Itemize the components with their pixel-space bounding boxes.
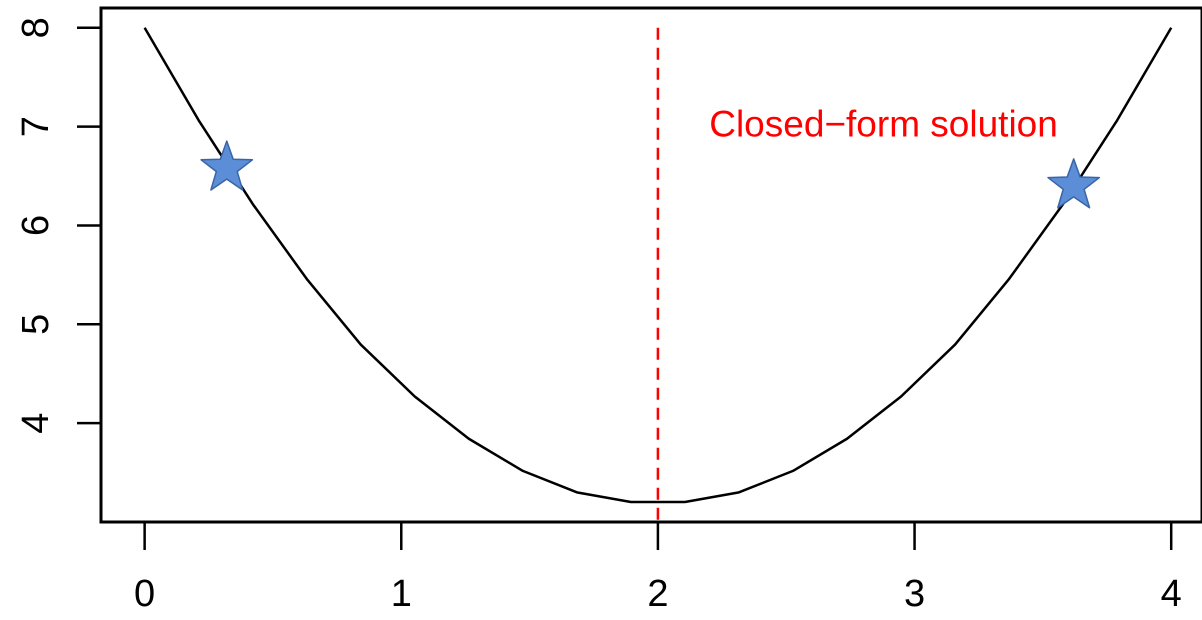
y-tick-label: 7 <box>15 116 57 137</box>
x-axis: 0 1 2 3 4 <box>134 520 1182 615</box>
x-tick-label: 2 <box>647 573 668 615</box>
star-marker-2 <box>1047 158 1101 209</box>
x-tick-label: 0 <box>134 573 155 615</box>
y-axis: 4 5 6 7 8 <box>15 17 103 434</box>
x-tick-label: 1 <box>391 573 412 615</box>
y-tick-label: 5 <box>15 314 57 335</box>
series-line-1 <box>143 27 1173 504</box>
annotation-label-1: Closed−form solution <box>709 103 1058 144</box>
x-tick-label: 3 <box>904 573 925 615</box>
y-tick-label: 6 <box>15 215 57 236</box>
plot-frame <box>99 6 1202 524</box>
y-tick-label: 4 <box>15 413 57 434</box>
x-tick-label: 4 <box>1161 573 1182 615</box>
star-marker-1 <box>200 140 254 191</box>
plot-area: Closed−form solution <box>99 6 1202 524</box>
y-tick-label: 8 <box>15 17 57 38</box>
